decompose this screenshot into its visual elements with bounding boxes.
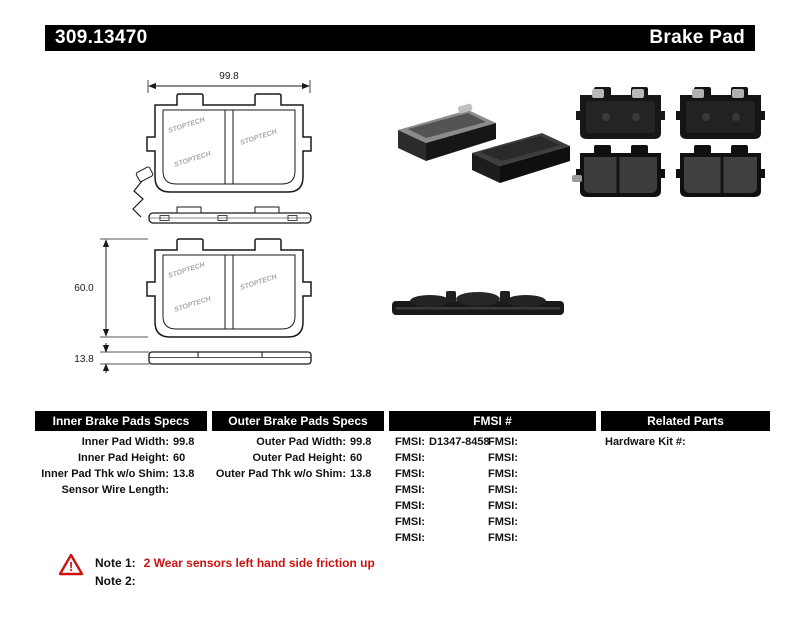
spec-value: 60 [350,452,363,464]
warning-glyph: ! [69,559,73,574]
fmsi-table-col1: FMSI: D1347-8458 FMSI: FMSI: FMSI: FMSI:… [389,434,493,546]
spec-row: Outer Pad Thk w/o Shim: 13.8 [212,466,384,482]
spec-row: Inner Pad Height: 60 [35,450,207,466]
pads-photo-grid [572,87,765,197]
note-1: Note 1: 2 Wear sensors left hand side fr… [95,556,375,570]
inner-specs-header: Inner Brake Pads Specs [35,411,207,431]
related-label: Hardware Kit #: [605,436,686,448]
spec-value: 60 [173,452,186,464]
fmsi-label: FMSI: [488,468,518,480]
spec-row: Outer Pad Height: 60 [212,450,384,466]
spec-row: Inner Pad Width: 99.8 [35,434,207,450]
wear-sensor [135,166,154,182]
fmsi-label: FMSI: [395,436,425,448]
fmsi-label: FMSI: [395,532,425,544]
fmsi-label: FMSI: [488,484,518,496]
fmsi-row: FMSI: D1347-8458 [389,434,493,450]
spec-row: Outer Pad Width: 99.8 [212,434,384,450]
width-dimension-label: 99.8 [219,71,239,82]
fmsi-row: FMSI: [482,530,586,546]
spec-label: Inner Pad Thk w/o Shim: [41,468,169,480]
fmsi-label: FMSI: [395,452,425,464]
fmsi-table-col2: FMSI: FMSI: FMSI: FMSI: FMSI: FMSI: FMSI… [482,434,586,546]
fmsi-label: FMSI: [395,516,425,528]
spec-label: Outer Pad Width: [256,436,346,448]
note2-label: Note 2: [95,574,136,588]
fmsi-label: FMSI: [488,436,518,448]
spec-row: Sensor Wire Length: [35,482,207,498]
fmsi-row: FMSI: [389,450,493,466]
fmsi-row: FMSI: [389,482,493,498]
spec-value: 13.8 [350,468,372,480]
note1-text: 2 Wear sensors left hand side friction u… [143,556,375,570]
spec-value: 99.8 [350,436,372,448]
fmsi-row: FMSI: [389,514,493,530]
pads-photo-angled [398,103,570,183]
spec-label: Sensor Wire Length: [61,484,169,496]
fmsi-row: FMSI: [482,514,586,530]
product-photos [392,87,765,315]
outer-specs-table: Outer Pad Width: 99.8 Outer Pad Height: … [212,434,384,482]
related-row: Hardware Kit #: [605,434,770,450]
thickness-dimension-label: 13.8 [74,354,94,365]
fmsi-row: FMSI: [389,530,493,546]
fmsi-header: FMSI # [389,411,596,431]
fmsi-row: FMSI: [482,466,586,482]
fmsi-label: FMSI: [488,452,518,464]
part-number: 309.13470 [55,27,148,48]
pad-edge-photo [392,291,564,315]
fmsi-label: FMSI: [488,516,518,528]
fmsi-label: FMSI: [395,468,425,480]
fmsi-label: FMSI: [395,484,425,496]
pad-top-edge-view [148,206,312,224]
fmsi-row: FMSI: [482,498,586,514]
spec-label: Outer Pad Thk w/o Shim: [215,468,346,480]
related-parts-table: Hardware Kit #: [605,434,770,450]
spec-value: 99.8 [173,436,195,448]
related-parts-header: Related Parts [601,411,770,431]
technical-drawing: 99.8 STOPTECH STOPTECH STOPTECH STOPTECH… [74,71,312,373]
warning-triangle-icon: ! [58,553,84,582]
height-dimension-label: 60.0 [74,283,94,294]
pad-thickness-edge-view [148,351,312,365]
fmsi-row: FMSI: [482,482,586,498]
spec-value: 13.8 [173,468,195,480]
pad-front-view-1: STOPTECH STOPTECH STOPTECH [132,93,312,218]
fmsi-label: FMSI: [488,500,518,512]
fmsi-label: FMSI: [488,532,518,544]
note1-label: Note 1: [95,556,136,570]
fmsi-row: FMSI: [482,434,586,450]
fmsi-row: FMSI: [389,466,493,482]
fmsi-label: FMSI: [395,500,425,512]
inner-specs-table: Inner Pad Width: 99.8 Inner Pad Height: … [35,434,207,498]
note-2: Note 2: [95,574,144,588]
title-bar: 309.13470 Brake Pad [45,25,755,51]
page-title: Brake Pad [649,27,745,48]
wear-sensor-wire [132,180,144,218]
spec-label: Outer Pad Height: [252,452,346,464]
fmsi-row: FMSI: [389,498,493,514]
fmsi-row: FMSI: [482,450,586,466]
fmsi-value: D1347-8458 [429,436,490,448]
spec-label: Inner Pad Height: [77,452,169,464]
pad-front-view-2: STOPTECH STOPTECH STOPTECH [146,238,312,338]
outer-specs-header: Outer Brake Pads Specs [212,411,384,431]
spec-label: Inner Pad Width: [81,436,169,448]
spec-row: Inner Pad Thk w/o Shim: 13.8 [35,466,207,482]
